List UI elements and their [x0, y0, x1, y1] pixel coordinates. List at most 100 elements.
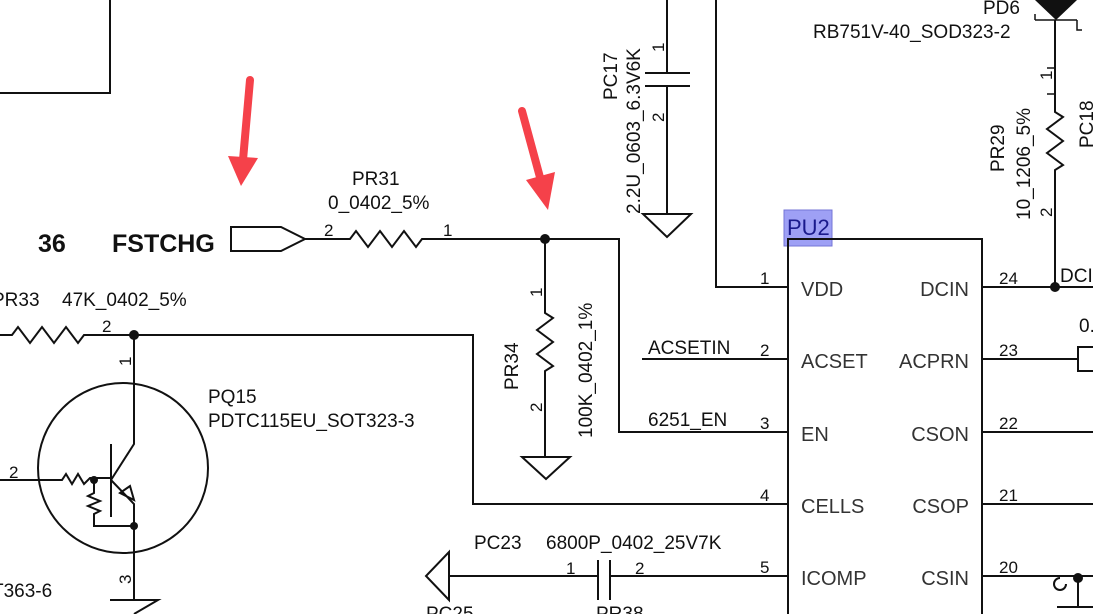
pr38-ref: PR38 — [596, 604, 644, 614]
ic-pin-name: EN — [801, 424, 829, 446]
ground-symbol — [519, 456, 573, 481]
diode-pd6[interactable]: PD6 RB751V-40_SOD323-2 — [813, 0, 1082, 43]
diode-triangle — [1035, 0, 1077, 20]
ground-symbol — [110, 599, 162, 614]
pq15-value: PDTC115EU_SOT323-3 — [208, 411, 415, 432]
block-outline — [0, 0, 111, 94]
ground-symbol — [640, 213, 694, 239]
resistor-pr34[interactable]: 1 2 PR34 100K_0402_1% — [502, 239, 597, 481]
pc18-ref: PC18 — [1077, 100, 1093, 148]
ic-pin-name: ACPRN — [899, 351, 969, 373]
annotation-arrow-2 — [518, 107, 555, 210]
pc25-ref: PC25 — [426, 604, 474, 614]
resistor-pr33[interactable]: PR33 47K_0402_5% 2 — [0, 290, 187, 345]
pr33-value: 47K_0402_5% — [62, 290, 187, 311]
pc23-ref: PC23 — [474, 533, 522, 554]
partial-label-left: T363-6 — [0, 581, 52, 602]
ic-pin-number: 1 — [760, 269, 769, 288]
ic-pin-number: 4 — [760, 486, 769, 505]
offpage-connector[interactable] — [230, 226, 308, 252]
transistor-body — [37, 382, 209, 554]
pq15-pin-2: 2 — [9, 463, 18, 482]
pc17-pin-2: 2 — [649, 113, 668, 122]
pc23-pin-1: 1 — [566, 559, 575, 578]
capacitor-pc17[interactable]: 1 2 PC17 2.2U_0603_6.3V6K — [601, 0, 694, 239]
partial-component — [1077, 346, 1093, 372]
pc23-value: 6800P_0402_25V7K — [546, 533, 722, 554]
pq15-pin-1: 1 — [116, 357, 135, 366]
ic-pin-name: CELLS — [801, 496, 864, 518]
pr31-pin-2: 2 — [324, 221, 333, 240]
pr29-value: 10_1206_5% — [1014, 108, 1035, 220]
pq15-ref: PQ15 — [208, 387, 257, 408]
resistor-pr31[interactable]: PR31 0_0402_5% 2 1 — [305, 169, 545, 249]
ic-pin-number: 23 — [999, 341, 1018, 360]
pc17-pin-1: 1 — [649, 43, 668, 52]
pr31-value: 0_0402_5% — [328, 193, 430, 214]
net-label-6251-en[interactable]: 6251_EN — [648, 410, 727, 431]
ic-pin-name: CSON — [911, 424, 969, 446]
ic-pin-en[interactable]: 3EN — [760, 414, 829, 446]
wire-vdd — [715, 0, 788, 288]
pc17-value: 2.2U_0603_6.3V6K — [624, 48, 645, 214]
junction-dot — [130, 522, 138, 530]
transistor-pq15[interactable]: 1 2 3 PQ15 PDTC115EU_SOT323-3 — [0, 335, 415, 614]
ic-body-pu2[interactable] — [787, 238, 983, 614]
wire-en — [545, 238, 788, 433]
pr29-pin-2: 2 — [1037, 208, 1056, 217]
ic-pin-number: 24 — [999, 269, 1018, 288]
pr34-value: 100K_0402_1% — [576, 303, 597, 438]
net-label-fstchg[interactable]: FSTCHG — [112, 230, 215, 258]
ic-pin-number: 2 — [760, 341, 769, 360]
ic-pin-number: 3 — [760, 414, 769, 433]
net-label-acsetin[interactable]: ACSETIN — [648, 338, 730, 359]
offpage-pc25-symbol — [424, 549, 450, 603]
ic-pin-number: 20 — [999, 558, 1018, 577]
net-label-dcin[interactable]: DCI — [1060, 266, 1093, 287]
pd6-ref: PD6 — [983, 0, 1020, 19]
ic-pin-number: 22 — [999, 414, 1018, 433]
pr31-pin-1: 1 — [443, 221, 452, 240]
wire-hop — [1053, 577, 1067, 591]
partial-value-right: 0. — [1079, 316, 1093, 337]
pq15-pin-3: 3 — [116, 575, 135, 584]
pd6-value: RB751V-40_SOD323-2 — [813, 22, 1011, 43]
ic-pin-name: ACSET — [801, 351, 868, 373]
pr34-ref: PR34 — [502, 342, 523, 390]
ic-pin-name: ICOMP — [801, 568, 867, 590]
pr29-ref: PR29 — [988, 124, 1009, 172]
ic-ref-pu2[interactable]: PU2 — [787, 215, 830, 240]
pr33-ref: PR33 — [0, 290, 40, 311]
pr33-pin-2: 2 — [102, 317, 111, 336]
sheet-ref: 36 — [38, 230, 66, 258]
ic-pin-number: 5 — [760, 558, 769, 577]
partial-capacitor — [1057, 578, 1093, 608]
capacitor-pc23[interactable]: PC23 6800P_0402_25V7K 1 2 — [424, 533, 788, 603]
junction-dot — [90, 476, 98, 484]
ic-pin-name: VDD — [801, 279, 843, 301]
wire-cells — [134, 334, 788, 505]
pr31-ref: PR31 — [352, 169, 400, 190]
resistor-pr29[interactable]: 2 1 PR29 10_1206_5% — [988, 20, 1065, 287]
ic-pin-name: CSIN — [921, 568, 969, 590]
pc23-pin-2: 2 — [635, 559, 644, 578]
pr34-pin-1: 1 — [527, 288, 546, 297]
pr29-pin-1: 1 — [1037, 71, 1056, 80]
pr34-pin-2: 2 — [527, 403, 546, 412]
pc17-ref: PC17 — [601, 52, 622, 100]
ic-pin-name: DCIN — [920, 279, 969, 301]
ic-pin-number: 21 — [999, 486, 1018, 505]
ic-pin-name: CSOP — [912, 496, 969, 518]
